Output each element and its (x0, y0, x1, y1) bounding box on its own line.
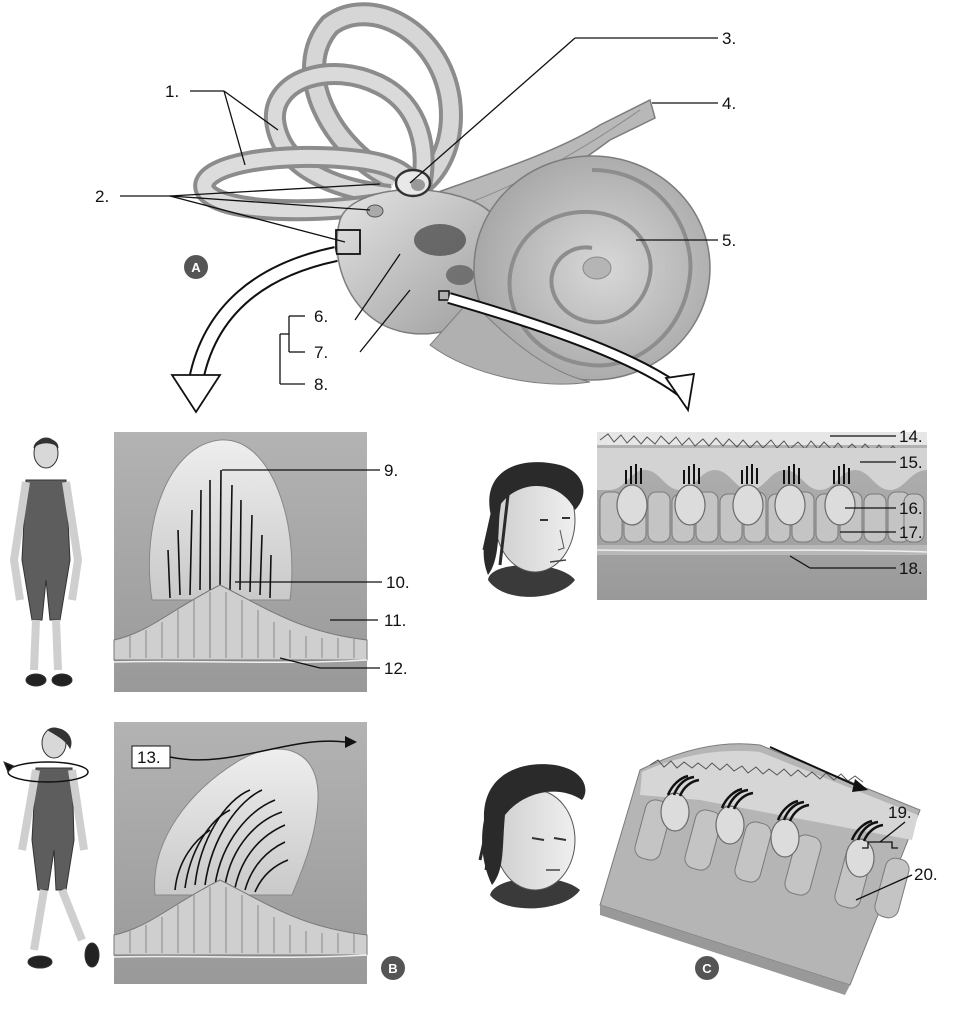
label-15: 15. (899, 453, 923, 472)
badge-b: B (381, 956, 405, 980)
label-13: 13. (137, 748, 161, 767)
badge-b-text: B (388, 961, 397, 976)
label-19: 19. (888, 803, 912, 822)
label-7: 7. (314, 343, 328, 362)
label-20: 20. (914, 865, 938, 884)
badge-a-text: A (191, 260, 201, 275)
label-3: 3. (722, 29, 736, 48)
label-1: 1. (165, 82, 179, 101)
label-9: 9. (384, 461, 398, 480)
label-16: 16. (899, 499, 923, 518)
label-18: 18. (899, 559, 923, 578)
saccule (446, 265, 474, 285)
label-6: 6. (314, 307, 328, 326)
label-10: 10. (386, 573, 410, 592)
label-12: 12. (384, 659, 408, 678)
badge-c-text: C (702, 961, 712, 976)
organ-of-corti-tilted (600, 744, 920, 995)
label-11: 11. (384, 611, 406, 630)
label-14: 14. (899, 427, 923, 446)
badge-a: A (184, 255, 208, 279)
woman-head-tilted (480, 764, 585, 908)
rotating-woman-figure (4, 728, 99, 968)
utricle (414, 224, 466, 256)
woman-head-upright (484, 462, 584, 597)
label-2: 2. (95, 187, 109, 206)
badge-c: C (695, 956, 719, 980)
label-5: 5. (722, 231, 736, 250)
organ-of-corti-panel (597, 432, 927, 600)
label-8: 8. (314, 375, 328, 394)
labyrinth-illustration (204, 14, 710, 384)
crista-resting-panel (114, 432, 367, 692)
standing-woman-figure (14, 438, 78, 686)
label-4: 4. (722, 94, 736, 113)
label-17: 17. (899, 523, 923, 542)
